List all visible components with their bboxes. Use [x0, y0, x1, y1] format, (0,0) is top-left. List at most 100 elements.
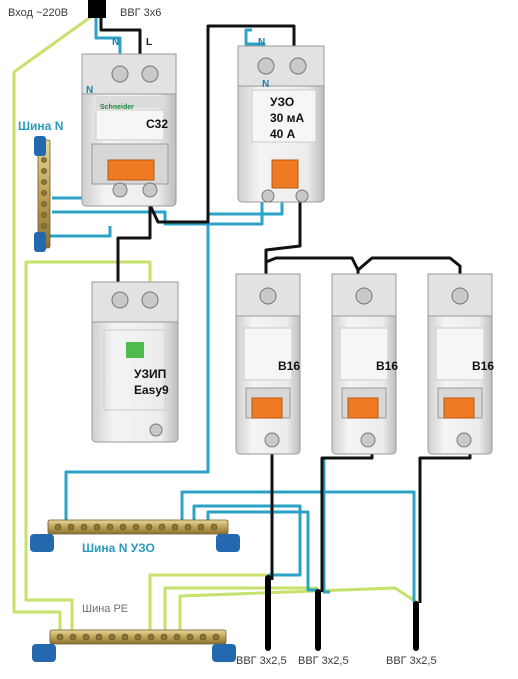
- branch-breaker-label-plate: [243, 327, 293, 381]
- bus-screw: [184, 523, 192, 531]
- neutral-wire-rcd-out: [64, 200, 284, 522]
- bus-n-rcd-insulator-left: [30, 534, 54, 552]
- bus-screw: [69, 633, 77, 641]
- neutral-wire-out1: [322, 457, 330, 594]
- main-breaker-terminal-n: N: [112, 37, 120, 48]
- bus-screw: [210, 523, 218, 531]
- bus-screw: [108, 633, 116, 641]
- output-cables: [265, 575, 419, 651]
- earth-wire-input: [12, 14, 93, 632]
- phase-wire-input: [99, 16, 142, 58]
- neutral-wire-input: [94, 16, 122, 58]
- input-power-label: Вход ~220В: [8, 7, 69, 19]
- bus-screw: [119, 523, 127, 531]
- bus-screw: [147, 633, 155, 641]
- input-cable-end: [88, 0, 106, 18]
- bus-screw: [41, 157, 47, 163]
- bus-screw: [41, 168, 47, 174]
- output-cable-1-label: ВВГ 3х2,5: [236, 655, 287, 667]
- bus-screw: [134, 633, 142, 641]
- bus-n-insulator-top: [34, 136, 46, 156]
- bus-screw: [93, 523, 101, 531]
- bus-screw: [158, 523, 166, 531]
- bus-screw: [145, 523, 153, 531]
- neutral-wire-busn-2: [52, 194, 264, 226]
- bus-screw: [82, 633, 90, 641]
- neutral-wires: [50, 16, 416, 603]
- bus-screw: [41, 201, 47, 207]
- phase-wire-bridge: [264, 256, 462, 282]
- breaker-3-rating: B16: [472, 359, 495, 373]
- output-cable-3-label: ВВГ 3х2,5: [386, 655, 437, 667]
- bus-screws: [41, 157, 220, 641]
- bus-screw: [173, 633, 181, 641]
- earth-wire-out1: [148, 573, 268, 632]
- bus-screw: [41, 179, 47, 185]
- branch-breaker-handle: [443, 397, 475, 419]
- main-breaker-handle: [107, 159, 155, 181]
- bus-screw: [41, 223, 47, 229]
- bus-screw: [41, 212, 47, 218]
- neutral-wire-busn-3: [50, 226, 112, 238]
- rcd-terminal-n: N: [258, 37, 266, 48]
- earth-wire-spd: [24, 260, 152, 632]
- bus-screw: [106, 523, 114, 531]
- bus-screw: [67, 523, 75, 531]
- breaker-1-rating: B16: [278, 359, 301, 373]
- output-cable-2-label: ВВГ 3х2,5: [298, 655, 349, 667]
- spd-model: Easy9: [134, 383, 169, 397]
- branch-breaker-handle: [347, 397, 379, 419]
- bus-pe-insulator-right: [212, 644, 236, 662]
- branch-breakers: [235, 273, 493, 455]
- bus-pe-label: Шина PE: [82, 603, 129, 615]
- rcd-sensitivity: 30 мА: [270, 111, 305, 125]
- rcd-label-plate: [251, 89, 317, 143]
- spd: [91, 281, 179, 443]
- bus-n-rcd-label: Шина N УЗО: [82, 541, 155, 555]
- bus-screw: [56, 633, 64, 641]
- branch-breaker-2: [331, 273, 397, 455]
- bus-n-insulator-bottom: [34, 232, 46, 252]
- phase-wire-out2: [320, 450, 374, 592]
- bus-screw: [54, 523, 62, 531]
- bus-screw: [160, 633, 168, 641]
- rcd: [237, 45, 325, 203]
- main-breaker-label-plate: [95, 109, 165, 141]
- bus-n-rcd-insulator-right: [216, 534, 240, 552]
- rcd-handle: [271, 159, 299, 189]
- input-cable-label: ВВГ 3х6: [120, 7, 162, 19]
- bus-screw: [171, 523, 179, 531]
- branch-breaker-label-plate: [339, 327, 389, 381]
- spd-indicator: [126, 342, 144, 358]
- bus-screw: [132, 523, 140, 531]
- bus-screw: [199, 633, 207, 641]
- bus-screw: [121, 633, 129, 641]
- bus-screw: [95, 633, 103, 641]
- main-breaker-terminal-n-side: N: [86, 85, 94, 96]
- branch-breaker-handle: [251, 397, 283, 419]
- rcd-terminal-n-side: N: [262, 79, 270, 90]
- neutral-wire-bus-3: [206, 510, 318, 592]
- bus-n-label: Шина N: [18, 119, 64, 133]
- bus-screw: [80, 523, 88, 531]
- bus-screw: [41, 190, 47, 196]
- bus-screw: [186, 633, 194, 641]
- main-breaker: [81, 53, 177, 207]
- phase-wire-main-spd: [116, 205, 152, 295]
- branch-breaker-label-plate: [435, 327, 485, 381]
- rcd-current: 40 А: [270, 127, 296, 141]
- branch-breaker-3: [427, 273, 493, 455]
- spd-title: УЗИП: [134, 367, 167, 381]
- neutral-wire-bus-2: [192, 504, 302, 577]
- breaker-2-rating: B16: [376, 359, 399, 373]
- main-breaker-brand: Schneider: [100, 104, 134, 111]
- main-breaker-terminal-l: L: [146, 37, 153, 48]
- bus-pe-insulator-left: [32, 644, 56, 662]
- main-breaker-rating: C32: [146, 117, 169, 131]
- earth-wire-out3: [178, 586, 419, 632]
- bus-screw: [212, 633, 220, 641]
- bus-screw: [197, 523, 205, 531]
- phase-wire-main-rcd: [148, 24, 296, 224]
